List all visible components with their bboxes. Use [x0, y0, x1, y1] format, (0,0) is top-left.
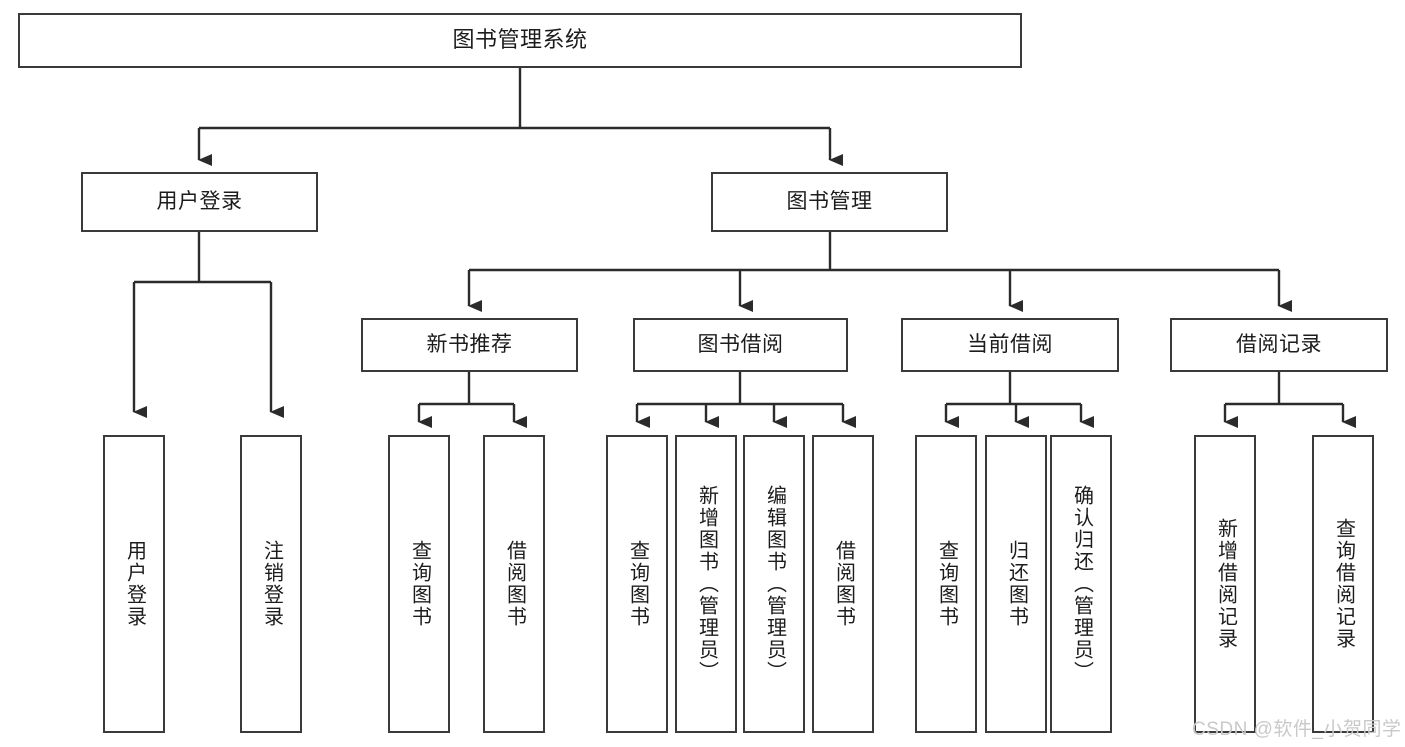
node-current-borrow-label: 当前借阅 [967, 333, 1053, 357]
node-leaf-query-book-1[interactable]: 查询图书 [388, 435, 450, 733]
node-book-borrow-label: 图书借阅 [697, 333, 784, 357]
node-root[interactable]: 图书管理系统 [18, 13, 1022, 68]
node-leaf-query-book-2[interactable]: 查询图书 [606, 435, 668, 733]
node-leaf-borrow-book-1-label: 借阅图书 [503, 540, 526, 628]
node-leaf-logout-login-label: 注销登录 [260, 540, 283, 628]
node-leaf-add-record[interactable]: 新增借阅记录 [1194, 435, 1256, 733]
node-leaf-query-record[interactable]: 查询借阅记录 [1312, 435, 1374, 733]
node-leaf-query-book-3-label: 查询图书 [935, 540, 958, 628]
node-borrow-record[interactable]: 借阅记录 [1170, 318, 1388, 372]
node-leaf-add-book-label: 新增图书（管理员） [695, 485, 718, 683]
node-leaf-query-book-3[interactable]: 查询图书 [915, 435, 977, 733]
node-leaf-user-login[interactable]: 用户登录 [103, 435, 165, 733]
node-leaf-query-book-2-label: 查询图书 [626, 540, 649, 628]
node-root-label: 图书管理系统 [452, 27, 588, 53]
node-borrow-record-label: 借阅记录 [1236, 333, 1322, 357]
node-leaf-return-book[interactable]: 归还图书 [985, 435, 1047, 733]
node-leaf-confirm-return-label: 确认归还（管理员） [1070, 485, 1093, 683]
node-leaf-user-login-label: 用户登录 [123, 540, 146, 628]
node-leaf-confirm-return[interactable]: 确认归还（管理员） [1050, 435, 1112, 733]
node-new-book-recommend-label: 新书推荐 [426, 333, 513, 357]
node-leaf-logout-login[interactable]: 注销登录 [240, 435, 302, 733]
node-book-management[interactable]: 图书管理 [711, 172, 948, 232]
node-new-book-recommend[interactable]: 新书推荐 [361, 318, 578, 372]
node-leaf-add-book[interactable]: 新增图书（管理员） [675, 435, 737, 733]
node-leaf-borrow-book-2[interactable]: 借阅图书 [812, 435, 874, 733]
node-leaf-borrow-book-1[interactable]: 借阅图书 [483, 435, 545, 733]
node-leaf-return-book-label: 归还图书 [1005, 540, 1028, 628]
node-leaf-edit-book[interactable]: 编辑图书（管理员） [743, 435, 805, 733]
node-leaf-query-record-label: 查询借阅记录 [1332, 518, 1355, 650]
node-current-borrow[interactable]: 当前借阅 [901, 318, 1119, 372]
node-user-login[interactable]: 用户登录 [81, 172, 318, 232]
node-user-login-label: 用户登录 [156, 190, 243, 214]
node-book-management-label: 图书管理 [786, 190, 873, 214]
node-leaf-borrow-book-2-label: 借阅图书 [832, 540, 855, 628]
node-leaf-add-record-label: 新增借阅记录 [1214, 518, 1237, 650]
node-book-borrow[interactable]: 图书借阅 [633, 318, 848, 372]
node-leaf-edit-book-label: 编辑图书（管理员） [763, 485, 786, 683]
node-leaf-query-book-1-label: 查询图书 [408, 540, 431, 628]
